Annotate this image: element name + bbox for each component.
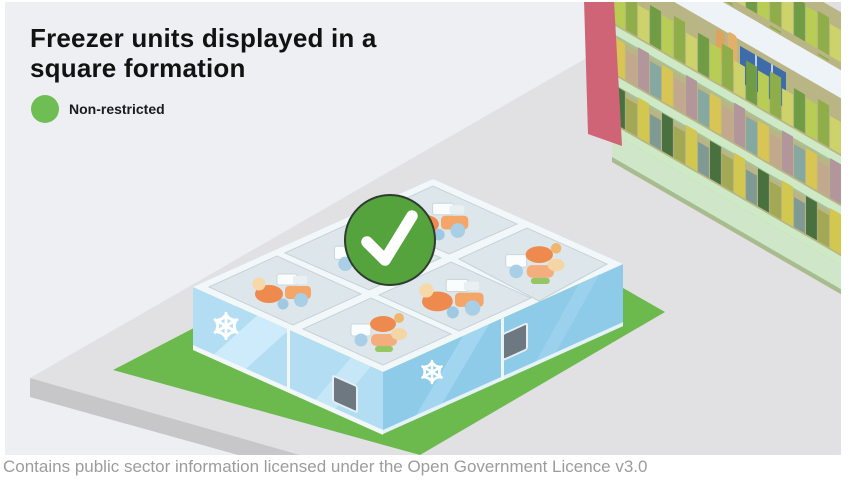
shelf-top-gap bbox=[672, 2, 841, 99]
attribution-text: Contains public sector information licen… bbox=[3, 457, 648, 476]
freezer-glass-lid bbox=[457, 227, 609, 302]
shelf-end-panel bbox=[584, 2, 622, 146]
diagram-title: Freezer units displayed in a square form… bbox=[30, 23, 377, 83]
floor-edge bbox=[30, 378, 300, 455]
shelf-board bbox=[612, 24, 841, 166]
freezer-glass-lid bbox=[377, 261, 533, 332]
freezer-front-face bbox=[193, 287, 383, 435]
freezer-island bbox=[193, 179, 623, 435]
shelf-board bbox=[612, 124, 841, 266]
shelf-board bbox=[612, 74, 841, 216]
shelf-unit bbox=[584, 2, 841, 295]
shelf-base bbox=[612, 133, 841, 290]
freezer-side-face bbox=[383, 264, 623, 434]
shelf-products bbox=[614, 83, 841, 257]
legend-label: Non-restricted bbox=[69, 101, 165, 117]
status-check-badge bbox=[344, 194, 436, 286]
vent-grille bbox=[332, 375, 358, 413]
non-restricted-marker-icon bbox=[31, 95, 59, 123]
vent-grille bbox=[502, 322, 528, 361]
freezer-glass-lid bbox=[301, 297, 453, 366]
legend: Non-restricted bbox=[31, 95, 165, 123]
shelf-products bbox=[614, 2, 841, 157]
checkmark-icon bbox=[361, 210, 418, 266]
shelf-products bbox=[614, 33, 841, 207]
shelf-products bbox=[692, 2, 841, 69]
